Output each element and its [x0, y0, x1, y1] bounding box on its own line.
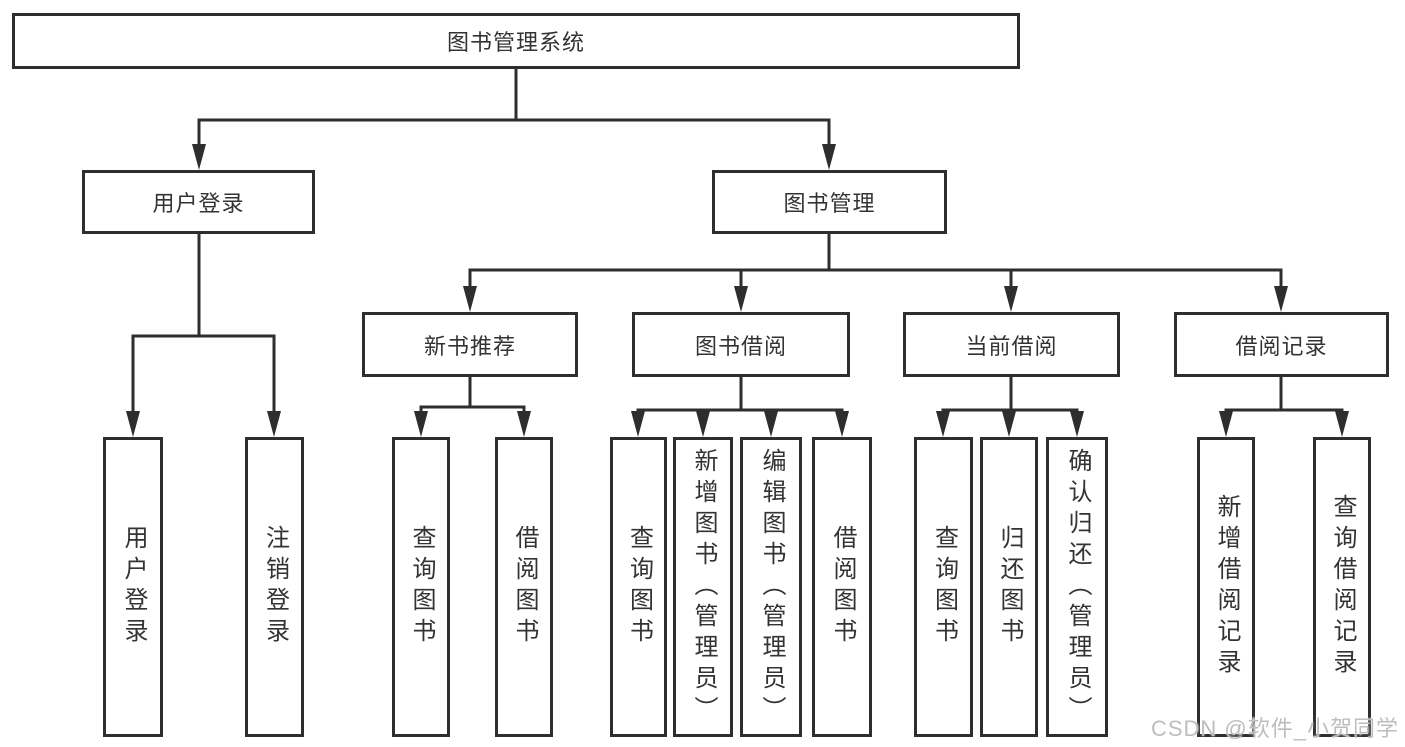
leaf-user-login: 用户登录 — [103, 437, 163, 737]
leaf-query-books-recommend: 查询图书 — [392, 437, 450, 737]
leaf-borrow-books-borrowing: 借阅图书 — [812, 437, 872, 737]
node-book-borrowing-label: 图书借阅 — [694, 333, 787, 359]
csdn-watermark: CSDN @软件_小贺同学 — [1150, 716, 1399, 741]
node-current-borrowing: 当前借阅 — [903, 312, 1120, 377]
leaf-edit-book-admin-label: 编辑图书（管理员） — [758, 447, 785, 727]
node-book-management-label: 图书管理 — [783, 191, 876, 216]
node-book-borrowing: 图书借阅 — [632, 312, 850, 377]
leaf-add-book-admin: 新增图书（管理员） — [673, 437, 733, 737]
node-new-book-recommendation-label: 新书推荐 — [423, 333, 516, 359]
arrowheads — [126, 144, 1349, 437]
node-user-login-label: 用户登录 — [152, 191, 245, 216]
leaf-add-book-admin-label: 新增图书（管理员） — [690, 447, 717, 727]
leaf-query-books-recommend-label: 查询图书 — [408, 525, 435, 649]
leaf-query-books-current-label: 查询图书 — [930, 525, 958, 649]
leaf-logout-label: 注销登录 — [261, 525, 289, 649]
leaf-borrow-books-recommend-label: 借阅图书 — [511, 525, 538, 649]
leaf-query-borrow-record: 查询借阅记录 — [1313, 437, 1371, 737]
leaf-confirm-return-admin-label: 确认归还（管理员） — [1064, 447, 1091, 727]
leaf-query-books-borrowing-label: 查询图书 — [625, 525, 653, 649]
node-current-borrowing-label: 当前借阅 — [965, 333, 1058, 359]
leaf-query-books-current: 查询图书 — [914, 437, 973, 737]
leaf-query-books-borrowing: 查询图书 — [610, 437, 667, 737]
node-root-label: 图书管理系统 — [446, 30, 585, 55]
leaf-logout: 注销登录 — [245, 437, 304, 737]
node-book-management: 图书管理 — [712, 170, 947, 234]
node-new-book-recommendation: 新书推荐 — [362, 312, 578, 377]
leaf-query-borrow-record-label: 查询借阅记录 — [1329, 494, 1356, 680]
node-borrow-records: 借阅记录 — [1174, 312, 1389, 377]
leaf-borrow-books-borrowing-label: 借阅图书 — [829, 525, 856, 649]
leaf-return-books-label: 归还图书 — [996, 525, 1023, 649]
leaf-add-borrow-record-label: 新增借阅记录 — [1213, 494, 1240, 680]
node-root: 图书管理系统 — [12, 13, 1020, 69]
leaf-add-borrow-record: 新增借阅记录 — [1197, 437, 1255, 737]
node-borrow-records-label: 借阅记录 — [1235, 333, 1328, 359]
leaf-user-login-label: 用户登录 — [120, 525, 147, 649]
leaf-edit-book-admin: 编辑图书（管理员） — [740, 437, 802, 737]
leaf-confirm-return-admin: 确认归还（管理员） — [1046, 437, 1108, 737]
leaf-borrow-books-recommend: 借阅图书 — [495, 437, 553, 737]
leaf-return-books: 归还图书 — [980, 437, 1038, 737]
node-user-login: 用户登录 — [82, 170, 315, 234]
